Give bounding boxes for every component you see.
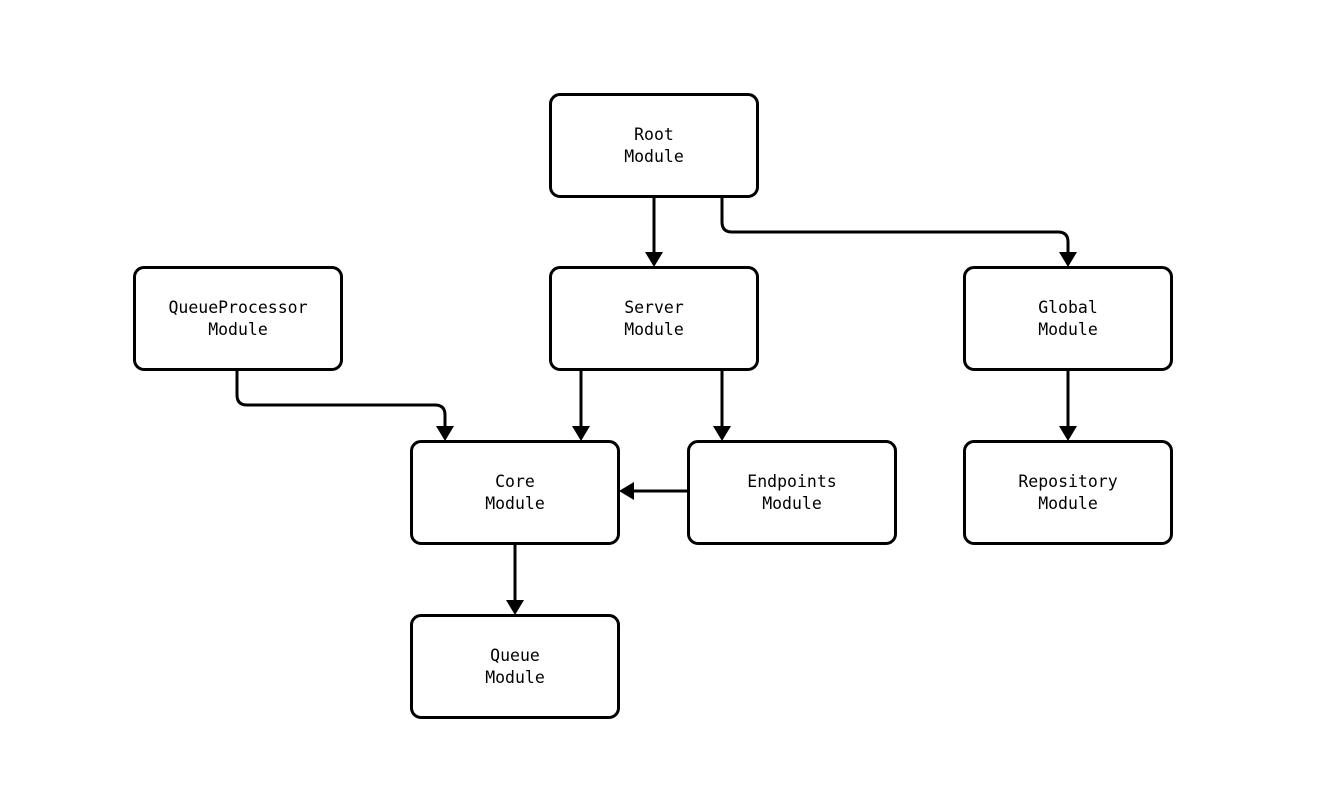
edge-root-to-server bbox=[645, 198, 663, 267]
node-global-module[interactable]: Global Module bbox=[963, 266, 1173, 371]
edge-root-to-global bbox=[720, 198, 1077, 267]
node-endpoints-module[interactable]: Endpoints Module bbox=[687, 440, 897, 545]
node-core-module-label: Core Module bbox=[485, 471, 545, 513]
edge-queueprocessor-to-core bbox=[235, 371, 454, 441]
edge-core-to-queue bbox=[506, 545, 524, 615]
node-root-module[interactable]: Root Module bbox=[549, 93, 759, 198]
node-repository-module[interactable]: Repository Module bbox=[963, 440, 1173, 545]
node-queueprocessor-module-label: QueueProcessor Module bbox=[168, 297, 308, 339]
edge-server-to-endpoints bbox=[713, 371, 731, 441]
node-core-module[interactable]: Core Module bbox=[410, 440, 620, 545]
edge-server-to-core bbox=[572, 371, 590, 441]
node-root-module-label: Root Module bbox=[624, 124, 684, 166]
edge-endpoints-to-core bbox=[619, 482, 687, 500]
edge-global-to-repository bbox=[1059, 371, 1077, 441]
node-global-module-label: Global Module bbox=[1038, 297, 1098, 339]
node-queue-module-label: Queue Module bbox=[485, 645, 545, 687]
node-queue-module[interactable]: Queue Module bbox=[410, 614, 620, 719]
node-queueprocessor-module[interactable]: QueueProcessor Module bbox=[133, 266, 343, 371]
node-endpoints-module-label: Endpoints Module bbox=[747, 471, 837, 513]
node-repository-module-label: Repository Module bbox=[1018, 471, 1118, 513]
node-server-module[interactable]: Server Module bbox=[549, 266, 759, 371]
node-server-module-label: Server Module bbox=[624, 297, 684, 339]
